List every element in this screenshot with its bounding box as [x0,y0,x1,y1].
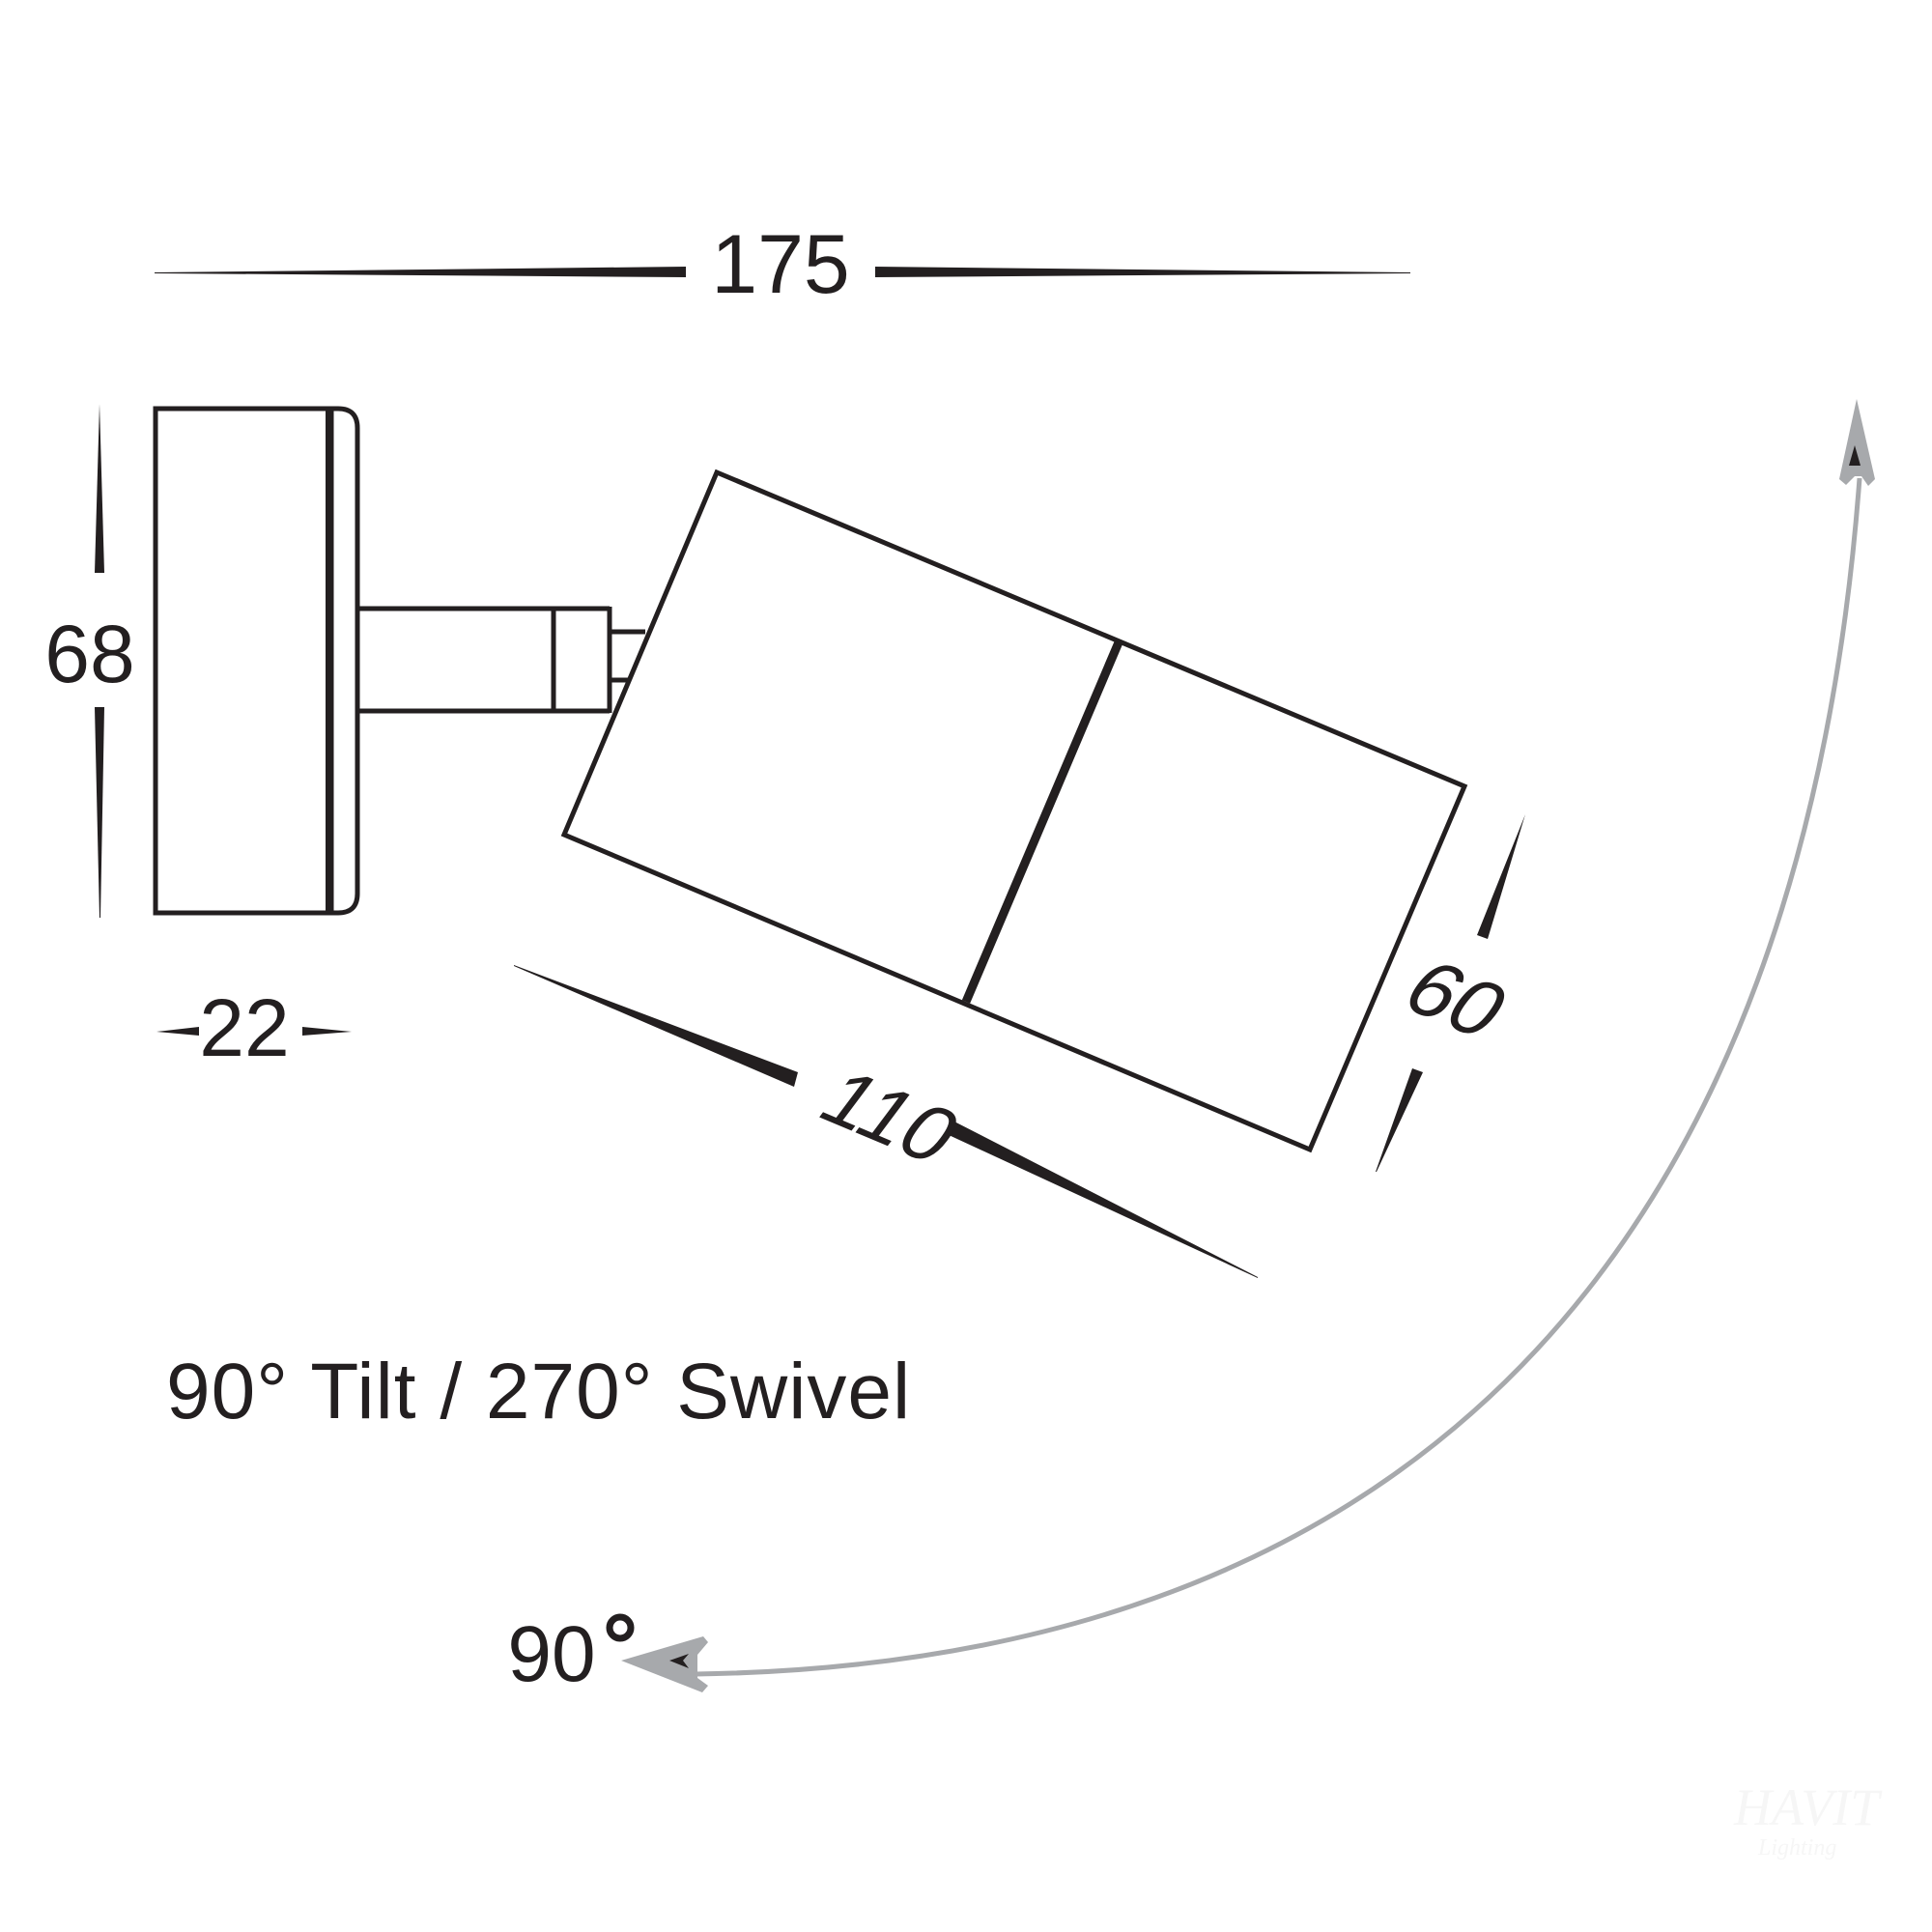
dimension-label-60: 60 [1386,945,1525,1054]
brand-watermark-sub: Lighting [1758,1835,1837,1861]
brand-watermark: HAVIT [1734,1778,1880,1836]
dimension-arrow-left [155,267,686,277]
mounting-base-plate [153,406,360,916]
dimension-arrow-60-down [1376,1068,1423,1172]
arrowhead-left-inner-icon [669,1654,689,1668]
lamp-body [560,469,1468,1153]
dimension-label-175: 175 [711,218,850,311]
arrowhead-up-inner-icon [1849,445,1861,466]
tilt-angle-label: 90 [507,1610,635,1698]
arrowhead-up-icon [1839,399,1875,486]
tilt-arc-curve [695,477,1862,1677]
dimension-body-diameter: 60 [1376,814,1525,1172]
tilt-angle-value: 90 [507,1610,595,1698]
dimension-overall-width: 175 [155,218,1410,311]
dimension-arrow-60-up [1477,814,1525,939]
dimension-arrow-right-small [302,1027,352,1036]
dimension-arrow-110-left [514,965,798,1087]
dimension-body-length: 110 [514,965,1258,1278]
lamp-body-outline [560,469,1468,1153]
dimension-label-110: 110 [803,1055,978,1179]
dimension-arrow-up [95,404,104,573]
mounting-arm [357,606,645,714]
dimension-height: 68 [44,404,135,918]
tilt-arc [621,399,1875,1692]
dimension-base-depth: 22 [156,982,352,1073]
lamp-body-divider [961,640,1123,1004]
arrowhead-left-icon [621,1636,708,1692]
dimension-label-22: 22 [199,982,289,1073]
dimension-arrow-right [875,267,1410,277]
dimension-arrow-110-right [947,1120,1258,1278]
dimension-arrow-left-small [156,1027,199,1036]
dimension-label-68: 68 [44,609,134,699]
tilt-swivel-caption: 90° Tilt / 270° Swivel [166,1348,912,1435]
dimension-arrow-down [95,707,104,918]
degree-symbol-icon [606,1613,635,1642]
